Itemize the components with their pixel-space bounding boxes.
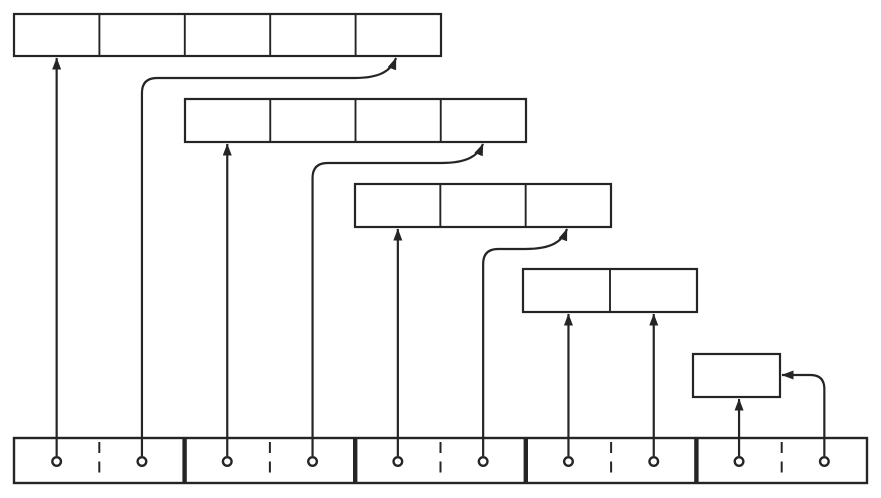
pointer-8 bbox=[733, 398, 745, 468]
pointer-dot bbox=[648, 456, 660, 468]
value-row-box bbox=[691, 352, 782, 399]
pointer-dot bbox=[307, 456, 319, 468]
pointer-array-box bbox=[12, 436, 869, 485]
pointer-dot bbox=[392, 456, 404, 468]
pointer-9 bbox=[781, 370, 830, 468]
pointer-arrow bbox=[482, 228, 569, 456]
pointer-dot bbox=[136, 456, 148, 468]
pointer-arrow bbox=[140, 57, 398, 456]
pointer-6 bbox=[562, 313, 574, 468]
pointer-array bbox=[12, 436, 869, 485]
value-row-row-d bbox=[521, 267, 699, 314]
pointer-1 bbox=[136, 57, 398, 468]
pointer-4 bbox=[392, 228, 404, 468]
value-row-row-b bbox=[183, 97, 528, 144]
pointer-dot bbox=[51, 456, 63, 468]
value-row-row-c bbox=[353, 182, 613, 229]
pointer-3 bbox=[307, 143, 485, 468]
pointer-dot bbox=[818, 456, 830, 468]
pointer-2 bbox=[221, 143, 233, 468]
pointer-0 bbox=[51, 57, 63, 468]
pointer-7 bbox=[648, 313, 660, 468]
value-row-box bbox=[353, 182, 613, 229]
pointer-dot bbox=[733, 456, 745, 468]
pointer-dot bbox=[562, 456, 574, 468]
value-row-row-a bbox=[12, 12, 443, 58]
pointer-arrow bbox=[781, 370, 826, 456]
value-row-box bbox=[12, 12, 443, 58]
pointer-dot bbox=[477, 456, 489, 468]
pointer-arrow bbox=[311, 143, 485, 456]
pointer-dot bbox=[221, 456, 233, 468]
pointer-5 bbox=[477, 228, 569, 468]
value-row-row-e bbox=[691, 352, 782, 399]
